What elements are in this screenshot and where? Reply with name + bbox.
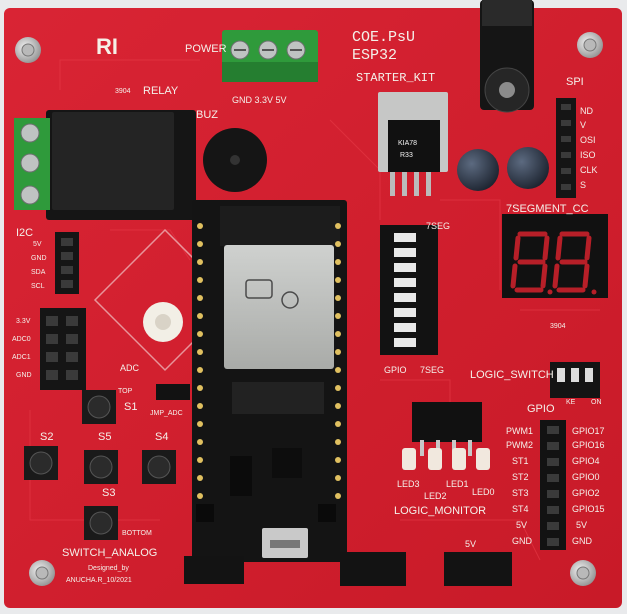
led-label: LED2 (424, 491, 447, 501)
electrolytic-capacitors (457, 147, 549, 191)
adc-header (40, 308, 86, 390)
adc-pin-label: ADC0 (12, 336, 31, 343)
spi-pin-label: ND (580, 106, 593, 116)
gpio-number-label: GPIO17 (572, 426, 605, 436)
spi-label: SPI (566, 76, 584, 88)
gpio-function-label: 5V (516, 520, 528, 530)
seven-segment-label: 7SEGMENT_CC (506, 203, 589, 215)
buzzer (203, 128, 267, 192)
board-title-line1: COE.PsU (352, 29, 416, 46)
logic-monitor-label: LOGIC_MONITOR (394, 505, 487, 517)
spi-pin-label: CLK (580, 165, 598, 175)
spi-pin-label: ISO (580, 150, 596, 160)
bottom-label: BOTTOM (122, 530, 152, 537)
i2c-header (55, 232, 79, 294)
logic-switch-label: LOGIC_SWITCH (470, 369, 554, 381)
switch-label: S5 (98, 431, 112, 443)
logic-monitor-header (412, 402, 482, 456)
led-label: LED0 (472, 487, 495, 497)
spi-header (556, 98, 576, 198)
mounting-screw-bottom-left (29, 560, 55, 586)
regulator-label: KIA78 (398, 140, 418, 147)
jumper-adc-label: JMP_ADC (150, 410, 183, 417)
push-buttons (24, 390, 176, 540)
switch-label: S3 (102, 487, 116, 499)
switch-label: S2 (40, 431, 54, 443)
gpio-function-label: ST1 (512, 456, 529, 466)
bottom-5v-label: 5V (465, 539, 477, 549)
gpio-header (540, 420, 566, 550)
wifi-logo (245, 279, 299, 309)
gpio-number-label: GPIO15 (572, 504, 605, 514)
power-label: POWER (185, 43, 227, 55)
spi-pin-label: OSI (580, 135, 596, 145)
dc-power-jack (480, 0, 534, 113)
spi-pin-label: V (580, 120, 587, 130)
mounting-screw-bottom-right (570, 560, 596, 586)
switch-label: S1 (124, 401, 138, 413)
gpio-number-label: GPIO0 (572, 472, 600, 482)
voltage-regulator (378, 92, 448, 196)
i2c-pin-label: SDA (31, 269, 46, 276)
relay (14, 110, 196, 220)
led-label: LED3 (397, 479, 420, 489)
seven-seg-header-label: 7SEG (426, 221, 451, 231)
power-terminal-block (222, 30, 318, 82)
logic-dip-switch (550, 362, 600, 398)
power-pins-label: GND 3.3V 5V (232, 95, 287, 105)
adc-pin-label: 3.3V (16, 318, 31, 325)
mounting-screw-top-left (15, 37, 41, 63)
mounting-screw-top-right (577, 32, 603, 58)
seven-seg-transistor-label: 3904 (550, 323, 566, 330)
i2c-pin-label: 5V (33, 241, 42, 248)
gpio-number-label: 5V (576, 520, 588, 530)
adc-label: ADC (120, 363, 140, 373)
logo-text: RI (96, 34, 118, 59)
gpio-function-label: GND (512, 536, 532, 546)
gpio-number-label: GPIO16 (572, 440, 605, 450)
designed-by-label: Designed_by (88, 565, 129, 572)
gpio-function-label: ST3 (512, 488, 529, 498)
adc-pin-label: GND (16, 372, 32, 379)
bottom-headers (184, 552, 512, 586)
relay-transistor-label: 3904 (115, 88, 131, 95)
gpio-function-label: ST4 (512, 504, 529, 514)
regulator-label-2: R33 (400, 152, 413, 159)
potentiometer (143, 302, 183, 342)
board-title-line2: ESP32 (352, 47, 398, 64)
gpio-function-label: PWM2 (506, 440, 533, 450)
led-label: LED1 (446, 479, 469, 489)
spi-pin-label: S (580, 180, 587, 190)
gpio-function-label: ST2 (512, 472, 529, 482)
switch-analog-label: SWITCH_ANALOG (62, 547, 158, 559)
i2c-pin-label: GND (31, 255, 47, 262)
gpio-number-label: GND (572, 536, 592, 546)
jumper-adc (156, 384, 190, 400)
leds (402, 448, 490, 470)
relay-label: RELAY (143, 85, 179, 97)
gpio-number-label: GPIO2 (572, 488, 600, 498)
board-title-line3: STARTER_KIT (356, 71, 436, 85)
gpio-function-label: PWM1 (506, 426, 533, 436)
buzzer-label: BUZ (196, 109, 218, 121)
i2c-label: I2C (16, 227, 34, 239)
i2c-pin-label: SCL (31, 283, 45, 290)
author-label: ANUCHA.R_10/2021 (66, 577, 132, 584)
esp32-devkit (192, 200, 347, 562)
gpio-number-label: GPIO4 (572, 456, 600, 466)
adc-pin-label: ADC1 (12, 354, 31, 361)
switch-label: S4 (155, 431, 169, 443)
gpio-left-label: GPIO (384, 365, 407, 375)
dip-switch-7seg (380, 225, 438, 355)
onoff-label: ON (591, 399, 602, 406)
gpio-right-label: GPIO (527, 403, 555, 415)
seven-seg-small-label: 7SEG (420, 365, 445, 375)
ke-label: KE (566, 399, 576, 406)
seven-segment-display (502, 214, 608, 298)
top-label: TOP (118, 388, 133, 395)
